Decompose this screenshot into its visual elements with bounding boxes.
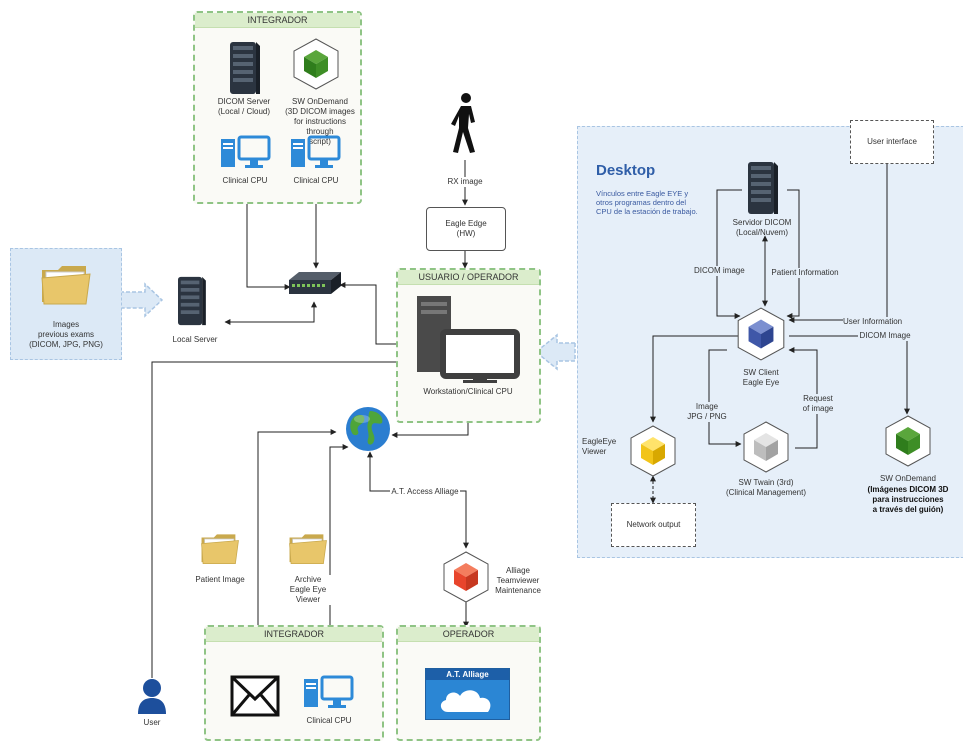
patient-image-label: Patient Image bbox=[195, 575, 245, 584]
computer-icon bbox=[291, 135, 341, 168]
eagle-edge-label: Eagle Edge (HW) bbox=[445, 219, 487, 238]
user-interface-label: User interface bbox=[867, 137, 917, 146]
group-title: USUARIO / OPERADOR bbox=[398, 270, 539, 285]
desktop-description: Vínculos entre Eagle EYE y otros program… bbox=[596, 189, 698, 216]
group-title: INTEGRADOR bbox=[206, 627, 382, 642]
images-previous-label: Images previous exams (DICOM, JPG, PNG) bbox=[29, 320, 103, 349]
rx-image-label: RX image bbox=[440, 177, 490, 187]
at-access-label: A.T. Access Alliage bbox=[390, 487, 460, 497]
clinical-cpu-bottom-label: Clinical CPU bbox=[306, 716, 352, 725]
sw-ondemand-top-label: SW OnDemand (3D DICOM images for instruc… bbox=[285, 97, 355, 146]
computer-icon bbox=[417, 296, 520, 383]
clinical-cpu-1-label: Clinical CPU bbox=[222, 176, 268, 185]
cube-icon bbox=[737, 307, 785, 361]
walking-person-icon bbox=[451, 93, 475, 153]
network-switch-icon bbox=[289, 272, 341, 294]
group-title: OPERADOR bbox=[398, 627, 539, 642]
cube-icon bbox=[885, 415, 931, 467]
cube-icon bbox=[630, 425, 676, 477]
local-server-label: Local Server bbox=[172, 335, 218, 344]
user-information-label: User Information bbox=[843, 317, 903, 327]
eagle-edge-box: Eagle Edge (HW) bbox=[426, 207, 506, 251]
cloud-icon bbox=[440, 690, 491, 712]
dicom-image-right-label: DICOM Image bbox=[858, 331, 912, 341]
sw-ondemand-desc: (Imágenes DICOM 3D para instrucciones a … bbox=[867, 485, 949, 514]
computer-icon bbox=[221, 135, 271, 168]
user-interface-box: User interface bbox=[850, 120, 934, 164]
at-alliage-panel: A.T. Alliage bbox=[425, 668, 510, 720]
group-title: INTEGRADOR bbox=[195, 13, 360, 28]
workstation-label: Workstation/Clinical CPU bbox=[423, 387, 513, 396]
sw-twain-label: SW Twain (3rd) (Clinical Management) bbox=[725, 478, 807, 497]
network-output-label: Network output bbox=[626, 520, 681, 529]
group-integrador-top: INTEGRADOR bbox=[193, 11, 362, 204]
at-alliage-title: A.T. Alliage bbox=[426, 669, 509, 680]
server-icon bbox=[178, 276, 206, 326]
network-output-box: Network output bbox=[611, 503, 696, 547]
sw-client-label: SW Client Eagle Eye bbox=[742, 368, 780, 387]
server-icon bbox=[748, 162, 778, 214]
image-jpg-label: Image JPG / PNG bbox=[686, 402, 728, 422]
user-label: User bbox=[143, 718, 161, 727]
alliage-teamviewer-label: Alliage Teamviewer Maintenance bbox=[495, 566, 541, 595]
globe-icon bbox=[346, 407, 390, 451]
servidor-dicom-label: Servidor DICOM (Local/Nuvem) bbox=[732, 218, 792, 237]
cube-icon bbox=[293, 38, 339, 90]
clinical-cpu-2-label: Clinical CPU bbox=[293, 176, 339, 185]
desktop-title: Desktop bbox=[596, 162, 656, 179]
folder-icon bbox=[201, 534, 239, 564]
patient-information-label: Patient Information bbox=[770, 268, 840, 278]
user-icon bbox=[138, 679, 166, 714]
server-icon bbox=[230, 42, 260, 94]
computer-icon bbox=[304, 675, 354, 708]
envelope-icon bbox=[230, 675, 280, 717]
sw-ondemand-label: SW OnDemand bbox=[879, 474, 937, 483]
folder-icon bbox=[289, 534, 327, 564]
archive-viewer-label: Archive Eagle Eye Viewer bbox=[280, 575, 336, 605]
cube-icon bbox=[743, 421, 789, 473]
folder-icon bbox=[41, 266, 91, 305]
request-image-label: Request of image bbox=[798, 394, 838, 414]
dicom-image-left-label: DICOM image bbox=[694, 266, 745, 276]
cube-icon bbox=[443, 551, 489, 603]
dicom-server-label: DICOM Server (Local / Cloud) bbox=[217, 97, 271, 116]
eagleeye-viewer-label: EagleEye Viewer bbox=[582, 437, 617, 456]
